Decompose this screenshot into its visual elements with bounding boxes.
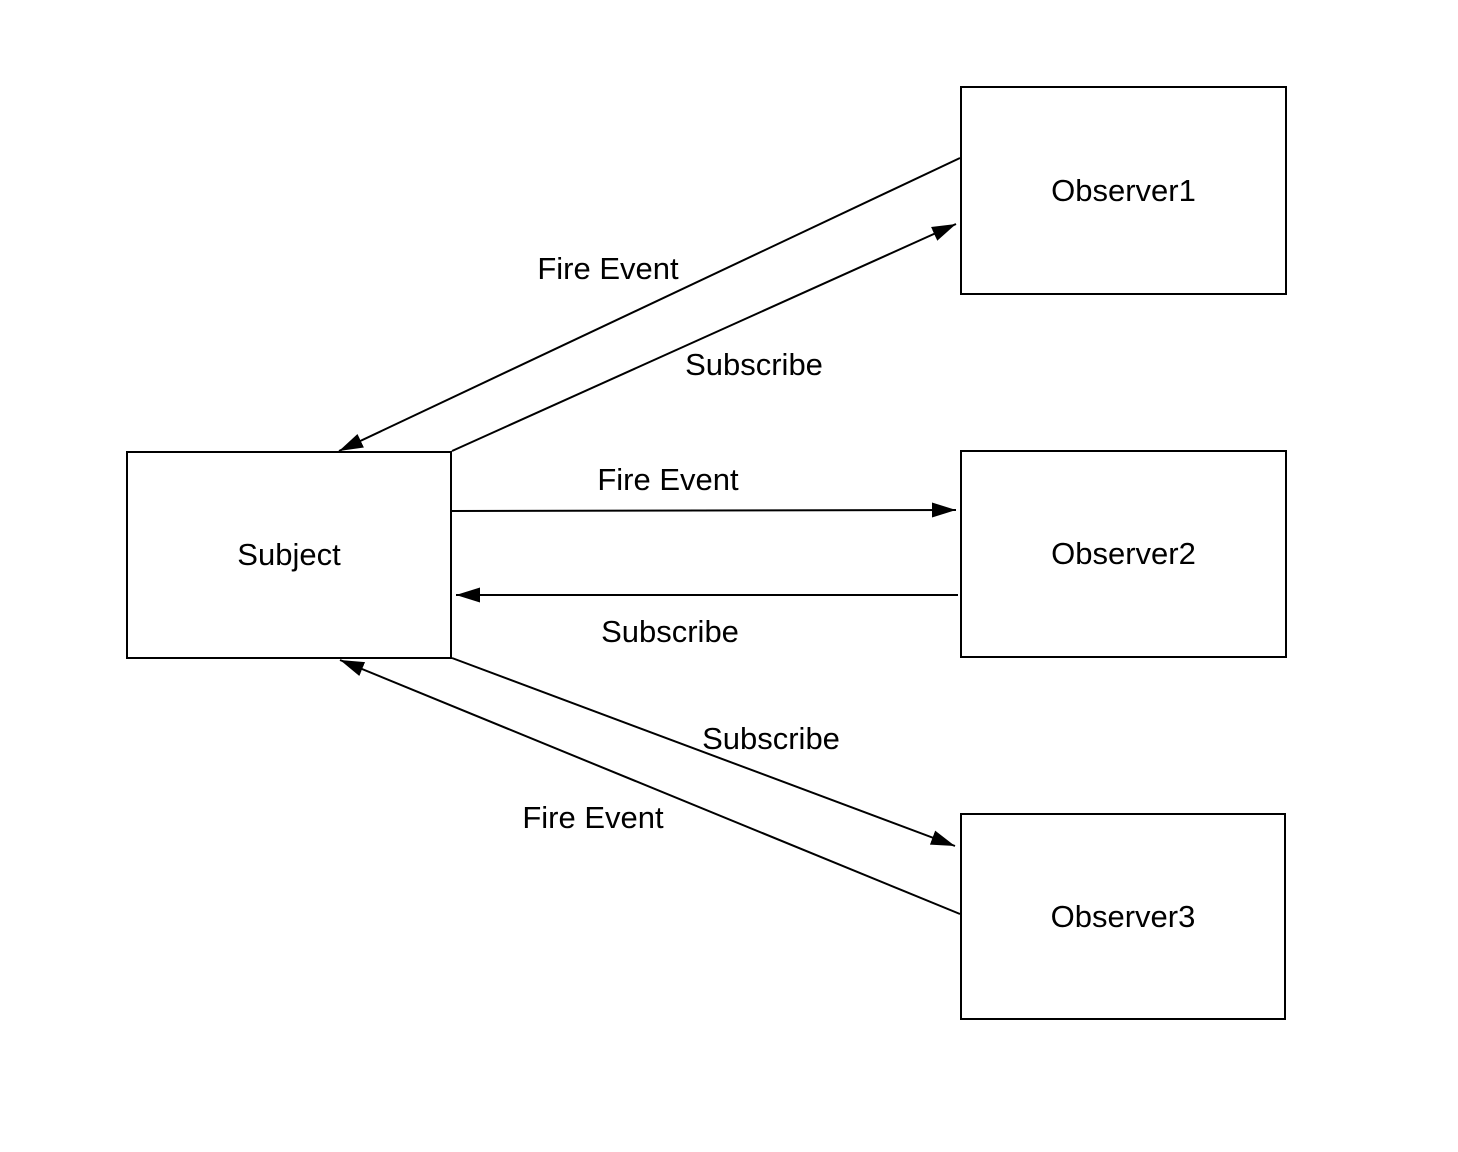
node-subject: Subject <box>126 451 452 659</box>
edge-line-fire-event-subject-to-observer2 <box>451 502 957 518</box>
edge-label-fire-event-observer3: Fire Event <box>522 800 664 835</box>
edge-label-fire-event-observer2: Fire Event <box>597 462 739 497</box>
node-observer3-label: Observer3 <box>1050 898 1196 934</box>
edge-label-subscribe-observer2: Subscribe <box>601 614 739 649</box>
edge-line-subscribe-subject-to-observer3 <box>451 657 956 847</box>
edge-label-subscribe-observer1: Subscribe <box>685 347 823 382</box>
edge-line-subscribe-subject-to-observer1 <box>451 223 957 452</box>
node-observer1: Observer1 <box>960 86 1287 295</box>
edge-label-subscribe-observer3: Subscribe <box>702 721 840 756</box>
node-observer3: Observer3 <box>960 813 1286 1020</box>
node-observer2-label: Observer2 <box>1051 536 1196 571</box>
node-subject-label: Subject <box>237 537 341 572</box>
edge-line-fire-event-observer1-to-subject <box>338 157 961 452</box>
edge-label-fire-event-observer1: Fire Event <box>537 251 679 286</box>
edge-line-fire-event-observer3-to-subject <box>339 659 961 915</box>
node-observer1-label: Observer1 <box>1051 172 1196 208</box>
node-observer2: Observer2 <box>960 450 1287 658</box>
